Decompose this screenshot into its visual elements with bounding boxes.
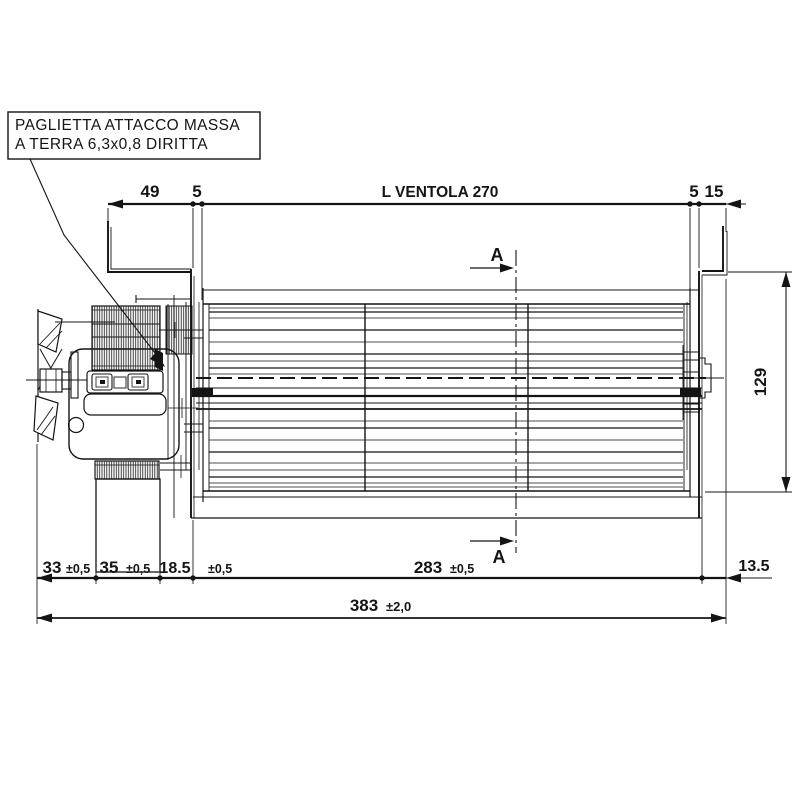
arrow-left — [37, 573, 52, 583]
dim-283-label: 283 — [414, 558, 442, 577]
drum-blade-lines-bottom-thin — [209, 420, 683, 484]
arrow-383-left — [37, 613, 52, 623]
cooling-impeller — [26, 309, 92, 442]
mounting-hole — [67, 416, 85, 434]
dim-129 — [705, 271, 792, 493]
terminal-pin-left — [100, 380, 105, 384]
section-a-bottom-label: A — [493, 547, 506, 567]
top-bracket — [135, 295, 191, 303]
dim-383-tolerance: ±2,0 — [386, 599, 411, 614]
ground-terminal — [155, 349, 163, 371]
arrow-383-right — [711, 613, 726, 623]
extension-lines-right — [705, 271, 792, 493]
extension-lines-top — [107, 208, 727, 300]
stator-stack-rear — [165, 305, 193, 355]
section-arrow-top — [500, 263, 514, 273]
top-dimension-chain — [107, 199, 746, 300]
dim-49-label: 49 — [141, 182, 160, 201]
dim-ventola-label: L VENTOLA 270 — [382, 184, 499, 201]
drum-blade-lines-top-thin — [209, 317, 683, 375]
drum-dividers — [364, 304, 529, 491]
dim-129-label: 129 — [751, 368, 770, 396]
right-flange — [702, 226, 728, 276]
section-line — [470, 250, 517, 553]
dim-383-label: 383 — [350, 596, 378, 615]
arrow-down — [781, 477, 791, 492]
dim-15-label: 15 — [705, 182, 724, 201]
terminal-cover — [83, 393, 167, 416]
section-arrow-bottom — [500, 536, 514, 546]
left-bearing — [192, 388, 213, 397]
stator-stack-top — [91, 305, 193, 371]
terminal-pin-right — [136, 380, 141, 384]
dim-35-tolerance: ±0,5 — [126, 562, 150, 576]
dim-283-tolerance: ±0,5 — [450, 562, 474, 576]
impeller-hub — [39, 368, 63, 393]
callout-line-2: A TERRA 6,3x0,8 DIRITTA — [15, 136, 208, 153]
terminal-block — [67, 349, 167, 434]
dim-33-label: 33 — [43, 558, 62, 577]
arrow-left — [108, 199, 123, 209]
bottom-dimension-chain — [36, 279, 772, 624]
dim-5-left-label: 5 — [192, 182, 201, 201]
right-bearing — [680, 388, 701, 397]
tie-rod-thin — [196, 387, 702, 404]
capacitor-box — [95, 478, 161, 573]
arrow-right — [726, 199, 741, 209]
callout-line-1: PAGLIETTA ATTACCO MASSA — [15, 117, 240, 134]
dim-5-right-label: 5 — [689, 182, 698, 201]
stator-stack-bottom — [94, 460, 160, 480]
drum-blade-lines-top — [209, 311, 683, 369]
drum-blade-lines-bottom — [209, 427, 683, 478]
arrow-up — [781, 272, 791, 287]
fan-drum — [191, 289, 706, 519]
dim-35-label: 35 — [100, 558, 119, 577]
motor-face-plate — [70, 351, 79, 399]
arrow-135 — [726, 573, 741, 583]
drum-rims — [208, 304, 685, 491]
section-a-top-label: A — [491, 245, 504, 265]
dim-33-tolerance: ±0,5 — [66, 562, 90, 576]
dim-185-label: 18.5 — [159, 560, 190, 577]
dim-135-label: 13.5 — [738, 558, 769, 575]
left-flange — [107, 221, 191, 273]
dim-185-tolerance: ±0,5 — [208, 562, 232, 576]
callout-box — [7, 111, 261, 160]
